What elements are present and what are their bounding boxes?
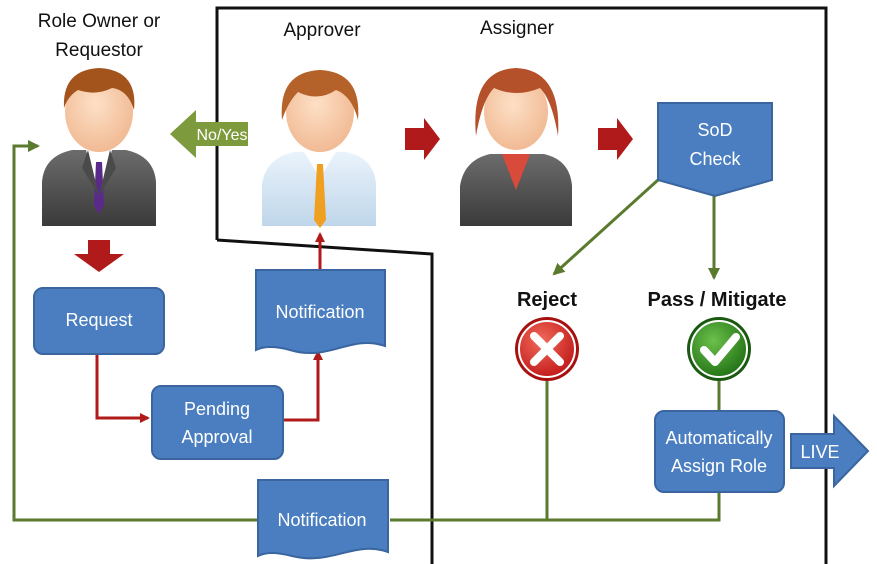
pass-check-icon	[687, 317, 751, 381]
notification-upper-doc: Notification	[255, 269, 386, 355]
notification-upper-label: Notification	[275, 302, 364, 322]
assign-label-line1: Automatically	[665, 428, 772, 448]
assigner-person-icon	[460, 68, 572, 226]
assign-role-box: Automatically Assign Role	[654, 410, 785, 493]
request-box: Request	[33, 287, 165, 355]
assign-label-line2: Assign Role	[671, 456, 767, 476]
connector-request-to-pending	[95, 354, 150, 423]
request-label: Request	[65, 310, 132, 330]
no-yes-arrow: No/Yes	[170, 110, 248, 158]
pending-label-line1: Pending	[184, 399, 250, 419]
reject-label: Reject	[517, 289, 577, 311]
no-yes-label: No/Yes	[197, 127, 248, 144]
pending-label-line2: Approval	[181, 427, 252, 447]
arrow-requestor-to-request	[74, 240, 124, 272]
arrow-approver-to-assigner	[405, 118, 440, 160]
pass-mitigate-label: Pass / Mitigate	[648, 289, 787, 311]
requestor-label-line1: Role Owner or	[38, 11, 161, 32]
live-arrow: LIVE	[790, 413, 870, 489]
connector-notification-to-requestor	[12, 140, 262, 522]
reject-x-icon	[515, 317, 579, 381]
connector-sod-to-reject	[552, 178, 660, 276]
connector-pending-to-notification	[283, 350, 323, 422]
pending-approval-box: Pending Approval	[151, 385, 284, 460]
sod-check-box: SoD Check	[657, 102, 773, 198]
sod-label-line2: Check	[689, 149, 741, 169]
requestor-person-icon	[42, 68, 156, 226]
notification-lower-doc: Notification	[257, 479, 389, 560]
requestor-label-line2: Requestor	[55, 40, 143, 61]
approver-person-icon	[262, 70, 376, 228]
notification-lower-label: Notification	[277, 510, 366, 530]
live-label: LIVE	[800, 442, 839, 462]
connector-assign-to-notification	[390, 492, 721, 522]
sod-label-line1: SoD	[697, 120, 732, 140]
assigner-label: Assigner	[480, 18, 555, 39]
approver-label: Approver	[283, 20, 361, 41]
arrow-assigner-to-sod	[598, 118, 633, 160]
requestor-zone-border	[216, 238, 434, 564]
